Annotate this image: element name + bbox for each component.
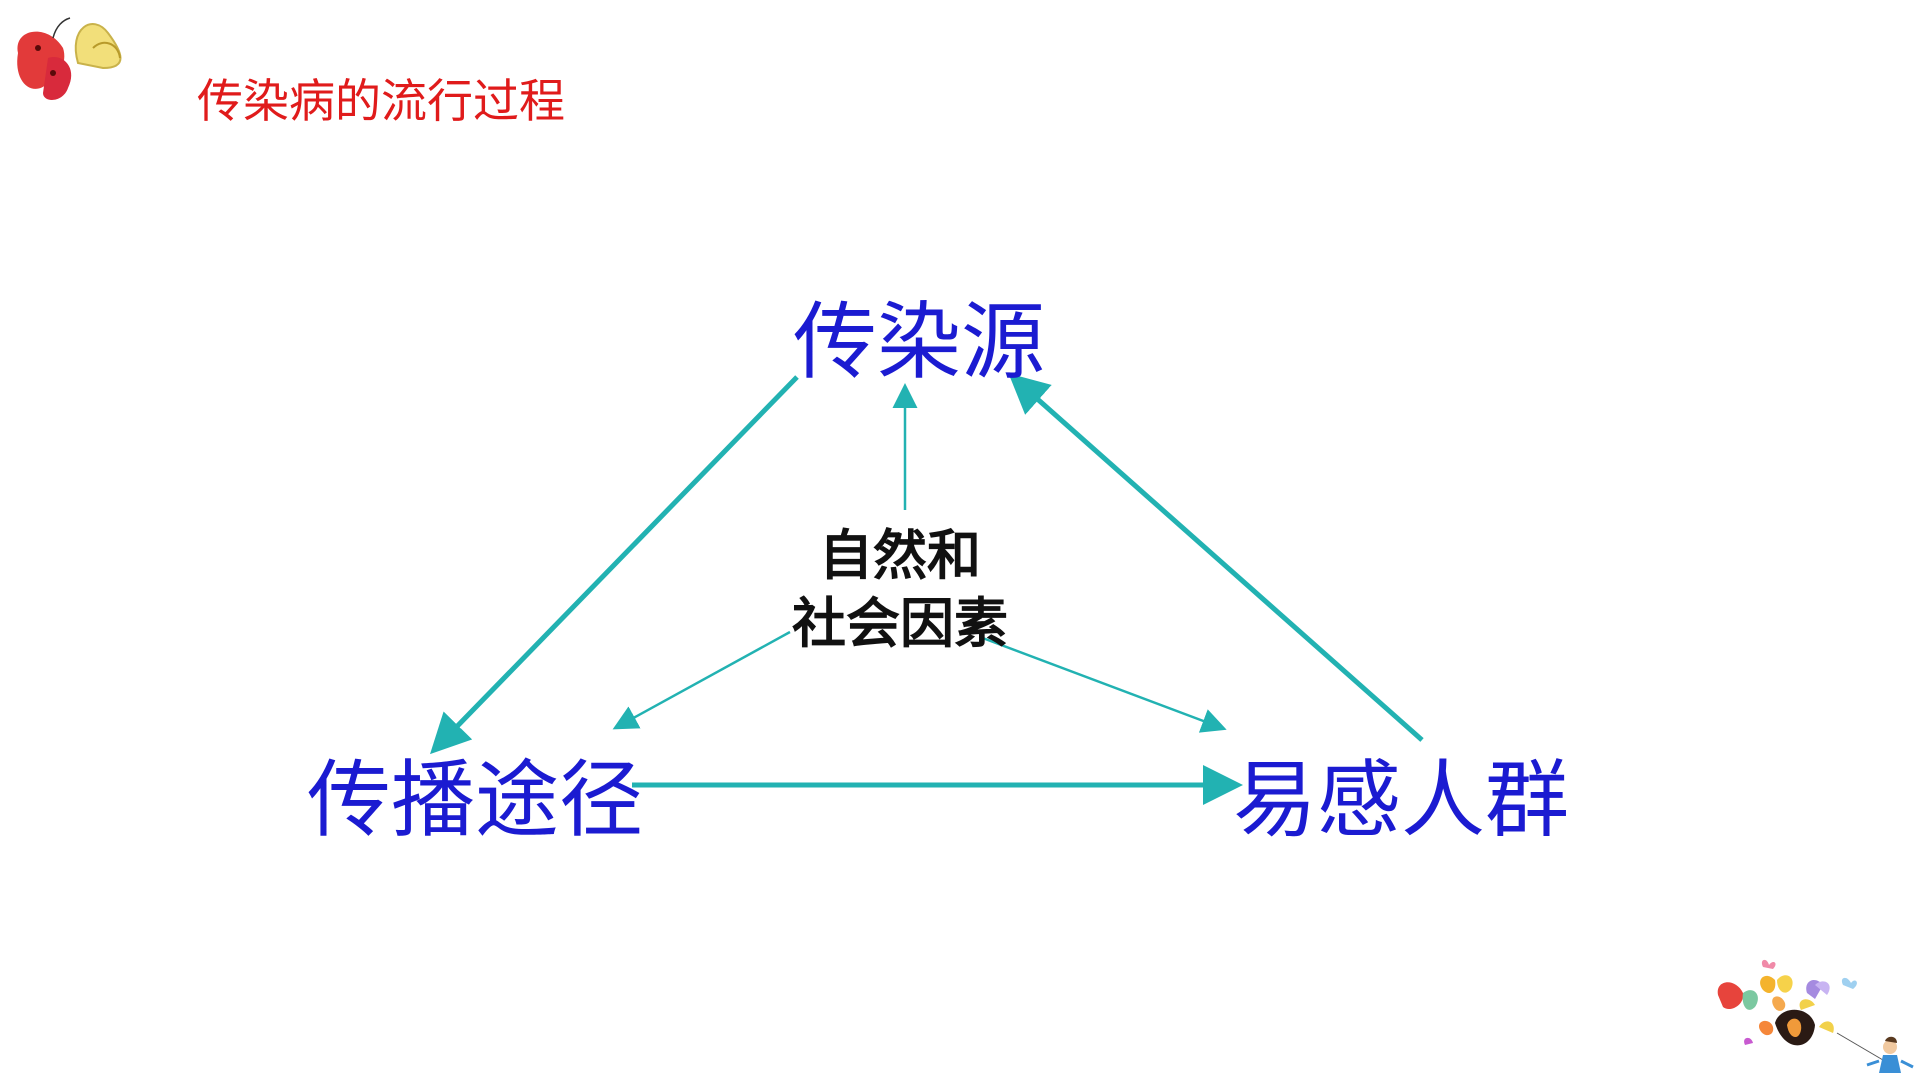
center-factor-label: 自然和 社会因素 — [770, 522, 1030, 657]
arrow-factor-to-route — [612, 630, 791, 730]
butterflies-with-child-icon — [1717, 959, 1914, 1073]
arrow-host-to-source — [1008, 373, 1424, 742]
node-infection-source: 传染源 — [793, 293, 1046, 391]
node-susceptible-population: 易感人群 — [1233, 751, 1570, 849]
slide-title: 传染病的流行过程 — [197, 74, 565, 128]
arrow-source-to-route — [430, 375, 799, 755]
center-factor-line1: 自然和 — [819, 524, 981, 587]
butterflies-icon — [17, 17, 122, 100]
node-transmission-route: 传播途径 — [307, 751, 644, 849]
arrow-factor-to-host — [979, 635, 1227, 733]
center-factor-line2: 社会因素 — [792, 591, 1008, 655]
